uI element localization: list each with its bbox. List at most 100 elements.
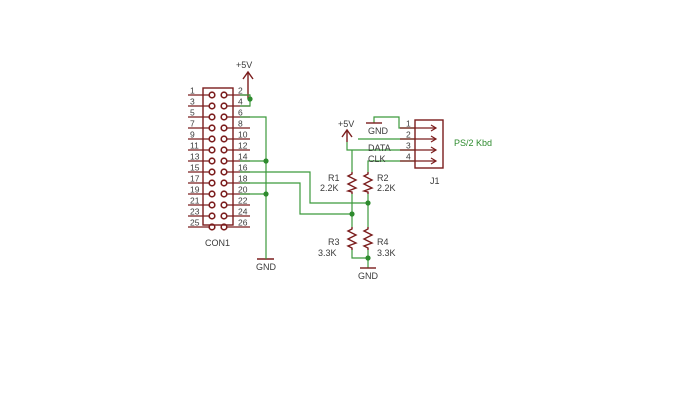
wire-pin16-clk: [240, 171, 368, 204]
wire-clk-pin4: [367, 160, 415, 172]
svg-text:3.3K: 3.3K: [318, 248, 337, 258]
con1-pin-22-pad: [220, 201, 228, 209]
gnd-label-j1: GND: [368, 126, 389, 136]
j1-pin-1-label: 1: [406, 119, 411, 129]
con1-pin-2-pad: [220, 91, 228, 99]
con1-pin-26-label: 26: [238, 218, 248, 228]
resistor-r2: R2 2.2K: [361, 172, 396, 194]
con1-pin-9-pad: [208, 135, 216, 143]
j1-pin-3-label: 3: [406, 141, 411, 151]
con1-pin-20-label: 20: [238, 185, 248, 195]
con1-pin-6-label: 6: [238, 108, 243, 118]
con1-pin-15-pad: [208, 168, 216, 176]
con1-pin-18-label: 18: [238, 174, 248, 184]
con1-pin-5-pad: [208, 113, 216, 121]
con1-pin-1-label: 1: [190, 86, 195, 96]
gnd-label-resistors: GND: [358, 271, 379, 281]
wire-pin18-data: [240, 182, 352, 215]
resistor-r4: R4 3.3K: [362, 227, 396, 258]
wire-pin6-gnd: [240, 116, 267, 259]
resistor-r3: R3 3.3K: [318, 227, 358, 258]
wire-vcc-pin2: [346, 142, 415, 151]
con1-pin-17-pad: [208, 179, 216, 187]
con1-pin-19-label: 19: [190, 185, 200, 195]
con1-name: CON1: [205, 238, 230, 248]
gnd-symbol-j1: GND: [366, 122, 389, 136]
con1-pin-13-pad: [208, 157, 216, 165]
con1-pin-12-pad: [220, 146, 228, 154]
con1-wires: [240, 94, 368, 259]
data-signal-label: DATA: [368, 143, 391, 153]
svg-text:R3: R3: [328, 237, 340, 247]
con1-pin-26-pad: [220, 223, 228, 231]
con1-pin-22-label: 22: [238, 196, 248, 206]
gnd-symbol-con1: GND: [256, 258, 277, 272]
con1-pin-19-pad: [208, 190, 216, 198]
junction-data: [349, 211, 355, 217]
con1-pin-17-label: 17: [190, 174, 200, 184]
vcc-label-resistors: +5V: [338, 119, 354, 129]
con1-pin-15-label: 15: [190, 163, 200, 173]
j1-body: [414, 119, 444, 169]
j1-name: J1: [430, 176, 440, 186]
svg-text:R2: R2: [377, 173, 389, 183]
con1-connector: 1357911131517192123252468101214161820222…: [188, 86, 250, 248]
con1-pin-25-label: 25: [190, 218, 200, 228]
j1-pin-3-arrow: [430, 146, 438, 154]
con1-pin-18-pad: [220, 179, 228, 187]
svg-text:R1: R1: [328, 173, 340, 183]
j1-pin-2-label: 2: [406, 130, 411, 140]
j1-pin-4-label: 4: [406, 152, 411, 162]
j1-title: PS/2 Kbd: [454, 138, 492, 148]
con1-pin-14-pad: [220, 157, 228, 165]
junction-pin14: [263, 158, 269, 164]
junction-gnd: [365, 255, 371, 261]
con1-pin-23-pad: [208, 212, 216, 220]
junction-vcc: [247, 96, 253, 102]
j1-pin-4-arrow: [430, 157, 438, 165]
con1-pin-10-label: 10: [238, 130, 248, 140]
j1-pin-1-arrow: [430, 124, 438, 132]
con1-pin-20-pad: [220, 190, 228, 198]
svg-text:3.3K: 3.3K: [377, 248, 396, 258]
con1-pin-7-pad: [208, 124, 216, 132]
con1-pin-21-label: 21: [190, 196, 200, 206]
con1-pin-3-pad: [208, 102, 216, 110]
j1-pin-2-arrow: [430, 135, 438, 143]
con1-pin-13-label: 13: [190, 152, 200, 162]
clk-signal-label: CLK: [368, 154, 386, 164]
con1-pin-9-label: 9: [190, 130, 195, 140]
con1-pin-8-pad: [220, 124, 228, 132]
con1-pin-24-pad: [220, 212, 228, 220]
svg-text:2.2K: 2.2K: [377, 183, 396, 193]
con1-pin-24-label: 24: [238, 207, 248, 217]
resistor-wires: [346, 116, 415, 268]
con1-pin-6-pad: [220, 113, 228, 121]
con1-pin-11-pad: [208, 146, 216, 154]
con1-pin-16-label: 16: [238, 163, 248, 173]
con1-pin-14-label: 14: [238, 152, 248, 162]
vcc-symbol-resistors: +5V: [338, 119, 354, 142]
con1-pin-25-pad: [208, 223, 216, 231]
con1-pin-23-label: 23: [190, 207, 200, 217]
gnd-symbol-resistors: GND: [358, 267, 379, 281]
junction-pin20: [263, 191, 269, 197]
resistor-r1: R1 2.2K: [320, 172, 358, 194]
con1-pin-group: 1357911131517192123252468101214161820222…: [188, 86, 250, 231]
con1-pin-11-label: 11: [190, 141, 199, 151]
con1-body: [202, 87, 234, 226]
con1-pin-12-label: 12: [238, 141, 248, 151]
svg-text:2.2K: 2.2K: [320, 183, 339, 193]
con1-pin-16-pad: [220, 168, 228, 176]
con1-pin-7-label: 7: [190, 119, 195, 129]
vcc-label-con1: +5V: [236, 60, 252, 70]
con1-pin-2-label: 2: [238, 86, 243, 96]
junction-clk: [365, 200, 371, 206]
con1-pin-5-label: 5: [190, 108, 195, 118]
gnd-label-con1: GND: [256, 262, 277, 272]
con1-pin-10-pad: [220, 135, 228, 143]
con1-pin-4-label: 4: [238, 97, 243, 107]
